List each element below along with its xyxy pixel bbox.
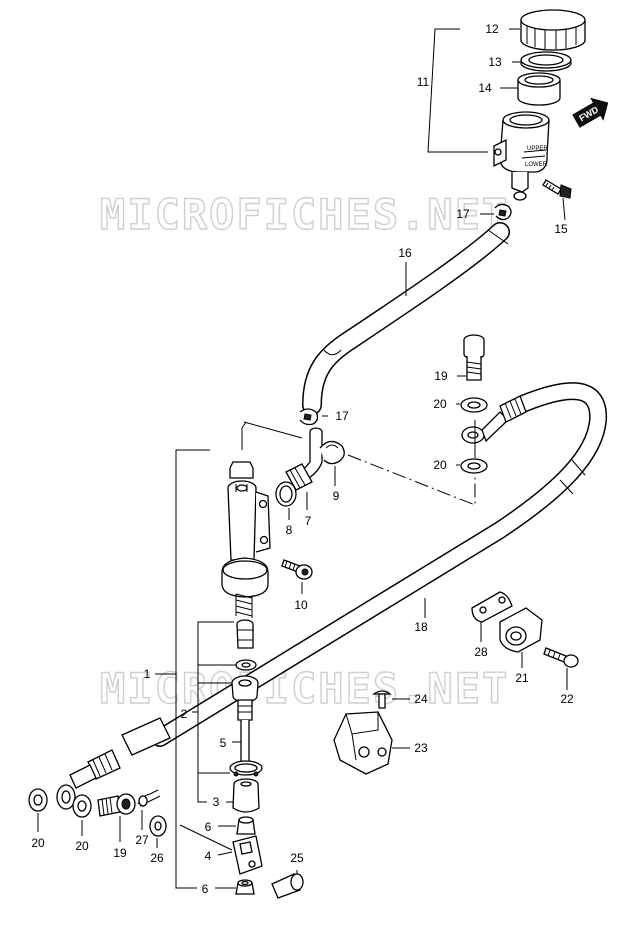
callout-c12: 12: [485, 22, 499, 36]
banjo-bolt-bottom: [97, 793, 136, 817]
reservoir-tank: UPPER LOWER: [493, 111, 550, 201]
callout-c5: 5: [220, 736, 227, 750]
callout-c23: 23: [414, 741, 428, 755]
diaphragm: [517, 72, 561, 106]
fwd-arrow-icon: FWD: [572, 97, 609, 128]
leader-clevis-washer: [179, 824, 233, 851]
callout-c16: 16: [398, 246, 412, 260]
screw-24: [372, 690, 392, 709]
reservoir-bolt: [542, 179, 572, 199]
brake-hose: [56, 382, 608, 810]
callout-c20c: 20: [31, 836, 45, 850]
retainer-washer: [231, 675, 259, 703]
washer-20-c: [28, 788, 48, 812]
leader-20ab: [456, 403, 460, 466]
snap-ring: [229, 760, 263, 777]
clamp-plate-28: [471, 591, 513, 623]
lower-mark: LOWER: [525, 162, 548, 168]
spring: [235, 593, 253, 618]
callout-c21: 21: [515, 671, 529, 685]
leaders-2-branch: [198, 664, 236, 774]
boot: [232, 778, 260, 813]
elbow-fitting: [285, 427, 323, 491]
callout-c9: 9: [333, 489, 340, 503]
reservoir-hose: [302, 222, 510, 415]
callout-c11: 11: [417, 75, 430, 89]
callout-c8: 8: [286, 523, 293, 537]
washer-26: [149, 815, 167, 837]
leaders-clamp: [480, 622, 568, 690]
callout-c4: 4: [205, 849, 212, 863]
watermark-top: MICROFICHES.NET: [100, 190, 509, 239]
bracket-11: [427, 28, 488, 153]
callout-c28: 28: [474, 645, 488, 659]
leaders-top: [500, 28, 566, 221]
callout-c6a: 6: [205, 820, 212, 834]
watermark-bottom: MICROFICHES.NET: [100, 664, 509, 713]
hose-clamp-21: [499, 607, 543, 653]
clevis-pin: [271, 873, 304, 899]
callout-c24: 24: [414, 692, 428, 706]
diaphragm-plate: [520, 51, 572, 72]
callout-c3: 3: [213, 795, 220, 809]
callout-c17a: 17: [456, 207, 470, 221]
reservoir-cap: [520, 9, 586, 51]
bracket-1: [175, 449, 210, 889]
callout-c26: 26: [150, 851, 164, 865]
bolt-10: [281, 559, 313, 580]
clevis: [232, 835, 263, 875]
piston: [236, 619, 254, 649]
callout-c19b: 19: [113, 846, 127, 860]
nut-6-b: [235, 879, 255, 895]
callout-c20d: 20: [75, 839, 89, 853]
leaders-bottom-left: [37, 810, 158, 848]
clamp-bracket-23: [333, 711, 393, 775]
callout-c13: 13: [488, 55, 502, 69]
hose-clamp: [319, 440, 345, 465]
master-cylinder: [221, 461, 271, 598]
nut-6-a: [236, 816, 256, 835]
callout-labels: 1213141115171619202017987101828212224231…: [31, 22, 574, 896]
hose-clip-mid: [299, 408, 319, 426]
leader-4: [217, 851, 233, 856]
leader-dashed-hose: [347, 454, 476, 506]
callout-c17b: 17: [335, 409, 349, 423]
washer-20-b: [460, 458, 488, 474]
callout-c22: 22: [560, 692, 574, 706]
push-rod: [237, 699, 253, 763]
upper-mark: UPPER: [527, 146, 548, 152]
hose-clip-top: [494, 203, 512, 221]
callout-c15: 15: [554, 222, 568, 236]
callout-c20b: 20: [433, 458, 447, 472]
callout-c20a: 20: [433, 397, 447, 411]
banjo-bolt-top: [463, 334, 485, 381]
cotter-pin: [137, 789, 161, 807]
callout-c27: 27: [135, 833, 149, 847]
callout-c7: 7: [305, 514, 312, 528]
callout-c6b: 6: [202, 882, 209, 896]
callout-c25: 25: [290, 851, 304, 865]
callout-c1: 1: [144, 667, 151, 681]
cup-seal: [235, 659, 257, 671]
bolt-22: [543, 647, 579, 668]
callout-c10: 10: [294, 598, 308, 612]
callout-c14: 14: [478, 81, 492, 95]
o-ring: [275, 481, 297, 507]
washer-20-a: [460, 397, 488, 413]
leader-reservoir-top: [241, 421, 303, 450]
callout-c19a: 19: [434, 369, 448, 383]
callout-c18: 18: [414, 620, 428, 634]
washer-20-d: [72, 794, 92, 818]
callout-c2: 2: [181, 707, 188, 721]
